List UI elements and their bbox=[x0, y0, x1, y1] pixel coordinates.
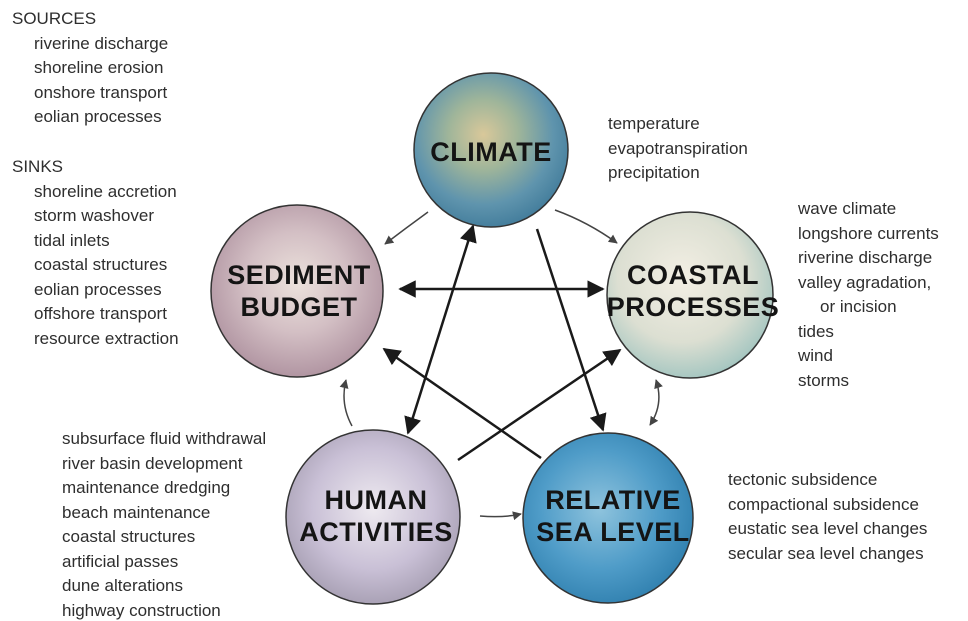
climate-label-line: CLIMATE bbox=[430, 137, 552, 167]
human-activities-circle bbox=[285, 429, 461, 605]
arrow-sealevel-to-sediment bbox=[382, 347, 542, 460]
sources-heading: SOURCES bbox=[12, 9, 97, 28]
human-activities-label: HUMAN ACTIVITIES bbox=[299, 484, 453, 548]
sources-item: onshore transport bbox=[34, 82, 168, 102]
sources-item: eolian processes bbox=[34, 107, 162, 126]
arrow-climate-to-sediment bbox=[384, 211, 429, 245]
coastal-label-line-1: COASTAL bbox=[627, 260, 759, 290]
sinks-item: shoreline accretion bbox=[34, 181, 177, 201]
sinks-item: storm washover bbox=[34, 206, 154, 225]
arrow-human-to-coastal bbox=[457, 348, 622, 462]
coastal-factors-list: wave climate longshore currents riverine… bbox=[798, 197, 939, 393]
sediment-label-line-2: BUDGET bbox=[240, 292, 358, 322]
coastal-factor: or incision bbox=[820, 297, 897, 316]
arrow-coastal-sealevel bbox=[649, 379, 663, 426]
coastal-factor: storms bbox=[798, 370, 849, 390]
human-label-line-1: HUMAN bbox=[324, 485, 428, 515]
sinks-heading: SINKS bbox=[12, 157, 64, 176]
climate-factors-list: temperature evapotranspiration precipita… bbox=[608, 112, 748, 186]
sources-item: riverine discharge bbox=[34, 33, 169, 53]
human-factor: river basin development bbox=[62, 453, 243, 473]
human-factor: beach maintenance bbox=[62, 502, 211, 522]
climate-factor: temperature bbox=[608, 114, 700, 133]
sinks-item: offshore transport bbox=[34, 304, 167, 323]
sealevel-label-line-1: RELATIVE bbox=[545, 485, 681, 515]
human-factor: maintenance dredging bbox=[62, 478, 231, 497]
climate-label: CLIMATE bbox=[430, 136, 551, 168]
arrow-human-to-sediment bbox=[339, 379, 353, 427]
human-factor: coastal structures bbox=[62, 527, 196, 546]
sealevel-label-line-2: SEA LEVEL bbox=[536, 517, 690, 547]
climate-factor: evapotranspiration bbox=[608, 138, 748, 158]
sealevel-factor: compactional subsidence bbox=[728, 494, 919, 514]
sources-list: SOURCES riverine discharge shoreline ero… bbox=[12, 7, 168, 130]
sinks-item: resource extraction bbox=[34, 328, 179, 348]
sediment-budget-circle bbox=[210, 204, 384, 378]
sediment-budget-label: SEDIMENT BUDGET bbox=[227, 259, 371, 323]
sources-item: shoreline erosion bbox=[34, 58, 164, 77]
sinks-item: eolian processes bbox=[34, 279, 162, 299]
arrow-climate-human bbox=[404, 224, 477, 435]
sinks-item: tidal inlets bbox=[34, 230, 110, 250]
relative-sea-level-circle bbox=[522, 432, 694, 604]
human-factor: dune alterations bbox=[62, 576, 183, 595]
arrow-climate-to-coastal bbox=[554, 209, 618, 244]
coastal-factor: wind bbox=[798, 346, 833, 365]
coastal-factor: tides bbox=[798, 321, 834, 341]
climate-factor: precipitation bbox=[608, 163, 700, 182]
sealevel-factor: tectonic subsidence bbox=[728, 470, 878, 489]
coastal-factor: longshore currents bbox=[798, 223, 939, 243]
relative-sea-level-label: RELATIVE SEA LEVEL bbox=[536, 484, 690, 548]
human-factors-list: subsurface fluid withdrawal river basin … bbox=[62, 427, 266, 621]
arrow-climate-to-sealevel bbox=[535, 228, 607, 432]
coastal-factor: riverine discharge bbox=[798, 248, 933, 267]
climate-circle bbox=[413, 72, 569, 228]
sealevel-factors-list: tectonic subsidence compactional subside… bbox=[728, 468, 927, 566]
sealevel-factor: eustatic sea level changes bbox=[728, 519, 928, 538]
human-factor: artificial passes bbox=[62, 551, 179, 571]
arrow-human-to-sealevel bbox=[479, 511, 522, 521]
coastal-label-line-2: PROCESSES bbox=[606, 292, 780, 322]
coastal-processes-label: COASTAL PROCESSES bbox=[607, 259, 780, 323]
sealevel-factor: secular sea level changes bbox=[728, 543, 924, 563]
sinks-list: SINKS shoreline accretion storm washover… bbox=[12, 155, 179, 351]
human-label-line-2: ACTIVITIES bbox=[299, 517, 453, 547]
human-factor: subsurface fluid withdrawal bbox=[62, 429, 267, 448]
coastal-factor: valley agradation, bbox=[798, 272, 932, 292]
coastal-processes-circle bbox=[606, 211, 774, 379]
human-factor: highway construction bbox=[62, 600, 221, 620]
sinks-item: coastal structures bbox=[34, 255, 168, 274]
coastal-factor: wave climate bbox=[798, 199, 897, 218]
sediment-label-line-1: SEDIMENT bbox=[227, 260, 371, 290]
